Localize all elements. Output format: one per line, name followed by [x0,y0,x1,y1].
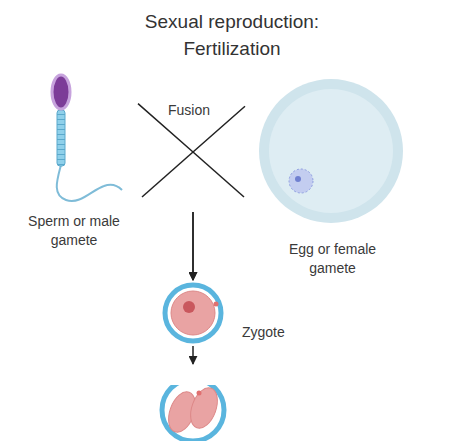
connector-arrow [138,104,193,280]
arrow [192,346,194,364]
egg-node: Egg or female gamete [245,76,420,278]
label-text: Fusion [165,101,213,119]
zygote-cell [165,285,221,341]
sperm-node: Sperm or male gamete [10,70,138,250]
node-label: Zygote [242,323,285,342]
node-label: Egg or female gamete [273,240,393,278]
title: Sexual reproduction: Fertilization [112,8,352,62]
egg-cell [259,79,403,223]
sperm-cell [52,75,122,201]
fusion-cross [142,152,244,197]
zygote-node: Zygote [160,280,305,342]
cover-patch [48,368,250,385]
node-label: Sperm or male gamete [18,212,130,250]
connector-arrow [193,106,245,280]
two-cell-embryo [162,379,224,441]
